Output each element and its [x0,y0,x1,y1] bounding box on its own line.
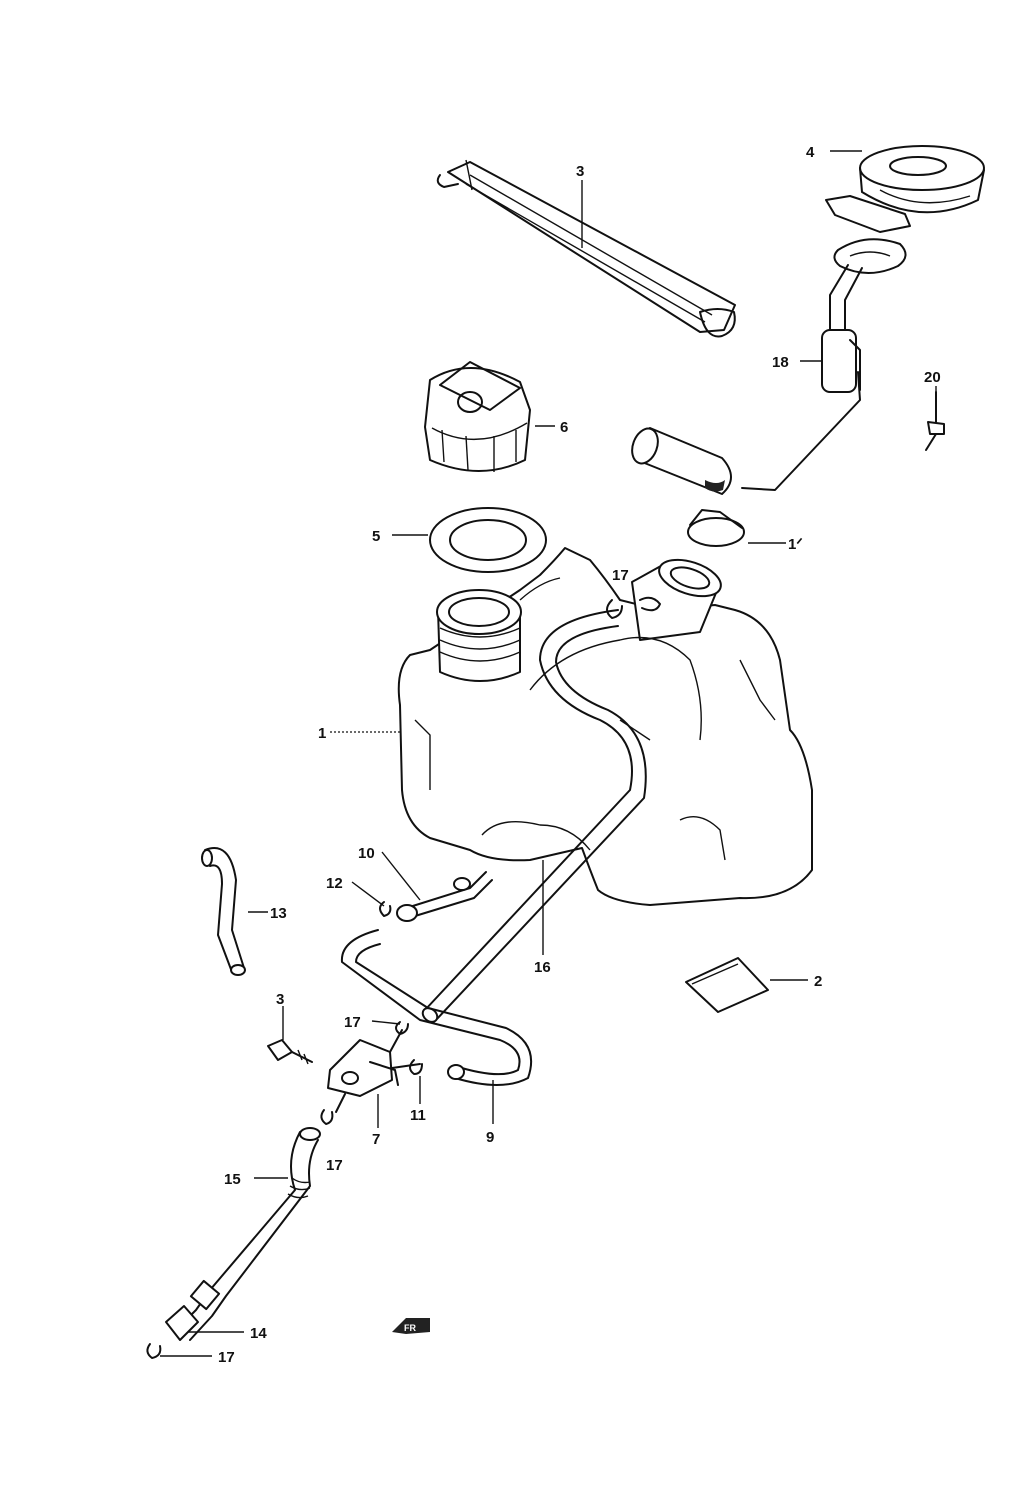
callout-7: 7 [372,1131,380,1148]
callout-17-cock-bottom: 17 [326,1157,343,1174]
pump-gasket-part [687,509,745,547]
fuel-filter-part [631,427,732,495]
callout-11: 11 [410,1107,426,1124]
front-arrow-icon: FR [392,1318,430,1334]
callout-labels: 4 3 18 20 6 5 1ᐟ 17 1 10 12 13 16 2 3 17… [218,144,941,1366]
pump-cover-part [859,145,985,214]
callout-17-cock-top: 17 [344,1014,361,1031]
callout-9: 9 [486,1129,494,1146]
fuel-cap-part [424,361,531,472]
hose-13-part [201,847,246,976]
screw-3-part [267,1039,313,1065]
fuel-cock-part [327,1029,421,1113]
bolt-20-part [925,391,945,451]
leader-lines [160,150,937,1357]
drain-hose-part [165,1127,321,1341]
callout-15: 15 [224,1171,241,1188]
tank-strap-part [436,159,736,338]
fuel-hose-9-part [340,929,533,1086]
callout-6: 6 [560,419,568,436]
fuel-pump-part [741,195,911,491]
callout-4: 4 [806,144,815,161]
svg-text:FR: FR [404,1323,416,1333]
label-plate-part [685,957,769,1013]
callout-5: 5 [372,528,380,545]
gasket-part [429,507,547,573]
outlet-pipe-part [396,871,493,922]
callout-20: 20 [924,369,941,386]
callout-2: 2 [814,973,822,990]
callout-3-strap: 3 [576,163,584,180]
clamp-parts [146,599,623,1359]
callout-13: 13 [270,905,287,922]
callout-19: 1ᐟ [788,536,803,553]
callout-18: 18 [772,354,789,371]
callout-12: 12 [326,875,343,892]
breather-hose-16-part [421,609,647,1023]
callout-16: 16 [534,959,551,976]
fuel-tank-body [397,547,813,906]
callout-1: 1 [318,725,326,742]
callout-10: 10 [358,845,375,862]
callout-17-drain: 17 [218,1349,235,1366]
callout-14: 14 [250,1325,267,1342]
callout-3-screw: 3 [276,991,284,1008]
callout-17-tank: 17 [612,567,629,584]
